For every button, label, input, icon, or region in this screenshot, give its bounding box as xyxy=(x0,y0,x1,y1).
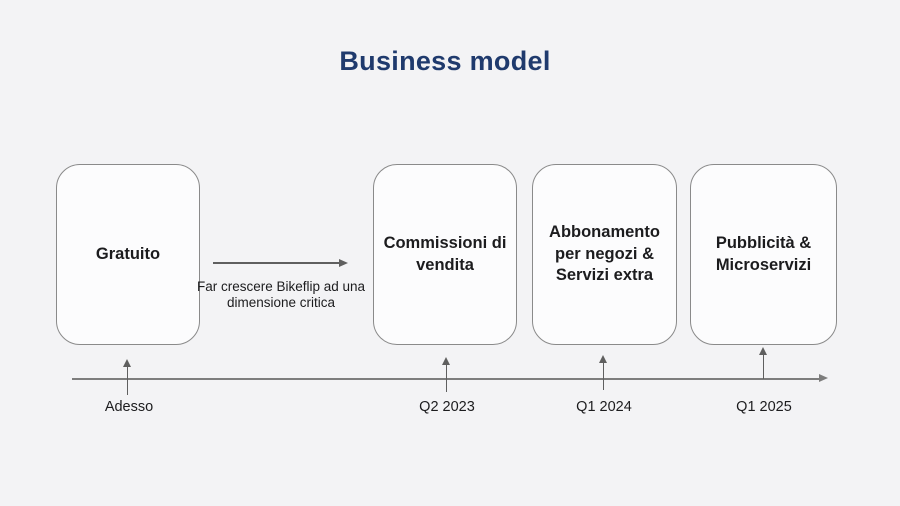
growth-arrow-line xyxy=(213,262,340,264)
box-gratuito-label: Gratuito xyxy=(95,244,161,263)
timeline-label-adesso: Adesso xyxy=(104,399,154,415)
timeline-tick-q2-2023 xyxy=(445,364,447,392)
growth-arrow-head-icon xyxy=(339,258,348,267)
box-abbonamento-label: Abbonamento per negozi & Servizi extra xyxy=(549,223,660,285)
box-commissioni-label: Commissioni di vendita xyxy=(383,234,507,274)
timeline-label-q1-2025: Q1 2025 xyxy=(736,399,792,415)
box-pubblicita-label: Pubblicità & Microservizi xyxy=(715,234,812,274)
timeline-label-q1-2024: Q1 2024 xyxy=(576,399,632,415)
timeline-tick-q1-2025-arrowhead-icon xyxy=(759,347,768,355)
timeline-tick-q2-2023-arrowhead-icon xyxy=(442,357,451,365)
timeline-tick-adesso xyxy=(126,366,128,395)
timeline-tick-q1-2024-arrowhead-icon xyxy=(599,355,608,363)
box-abbonamento: Abbonamento per negozi & Servizi extra xyxy=(532,164,677,345)
box-gratuito: Gratuito xyxy=(56,164,200,345)
timeline-label-q2-2023: Q2 2023 xyxy=(419,399,475,415)
box-commissioni: Commissioni di vendita xyxy=(373,164,517,345)
timeline-tick-q1-2025 xyxy=(762,354,764,379)
box-pubblicita: Pubblicità & Microservizi xyxy=(690,164,837,345)
timeline-arrowhead-icon xyxy=(819,374,828,383)
page-title: Business model xyxy=(339,46,551,76)
timeline-tick-q1-2024 xyxy=(602,362,604,390)
growth-arrow-caption: Far crescere Bikeflip ad una dimensione … xyxy=(196,279,366,310)
timeline-tick-adesso-arrowhead-icon xyxy=(123,359,132,367)
